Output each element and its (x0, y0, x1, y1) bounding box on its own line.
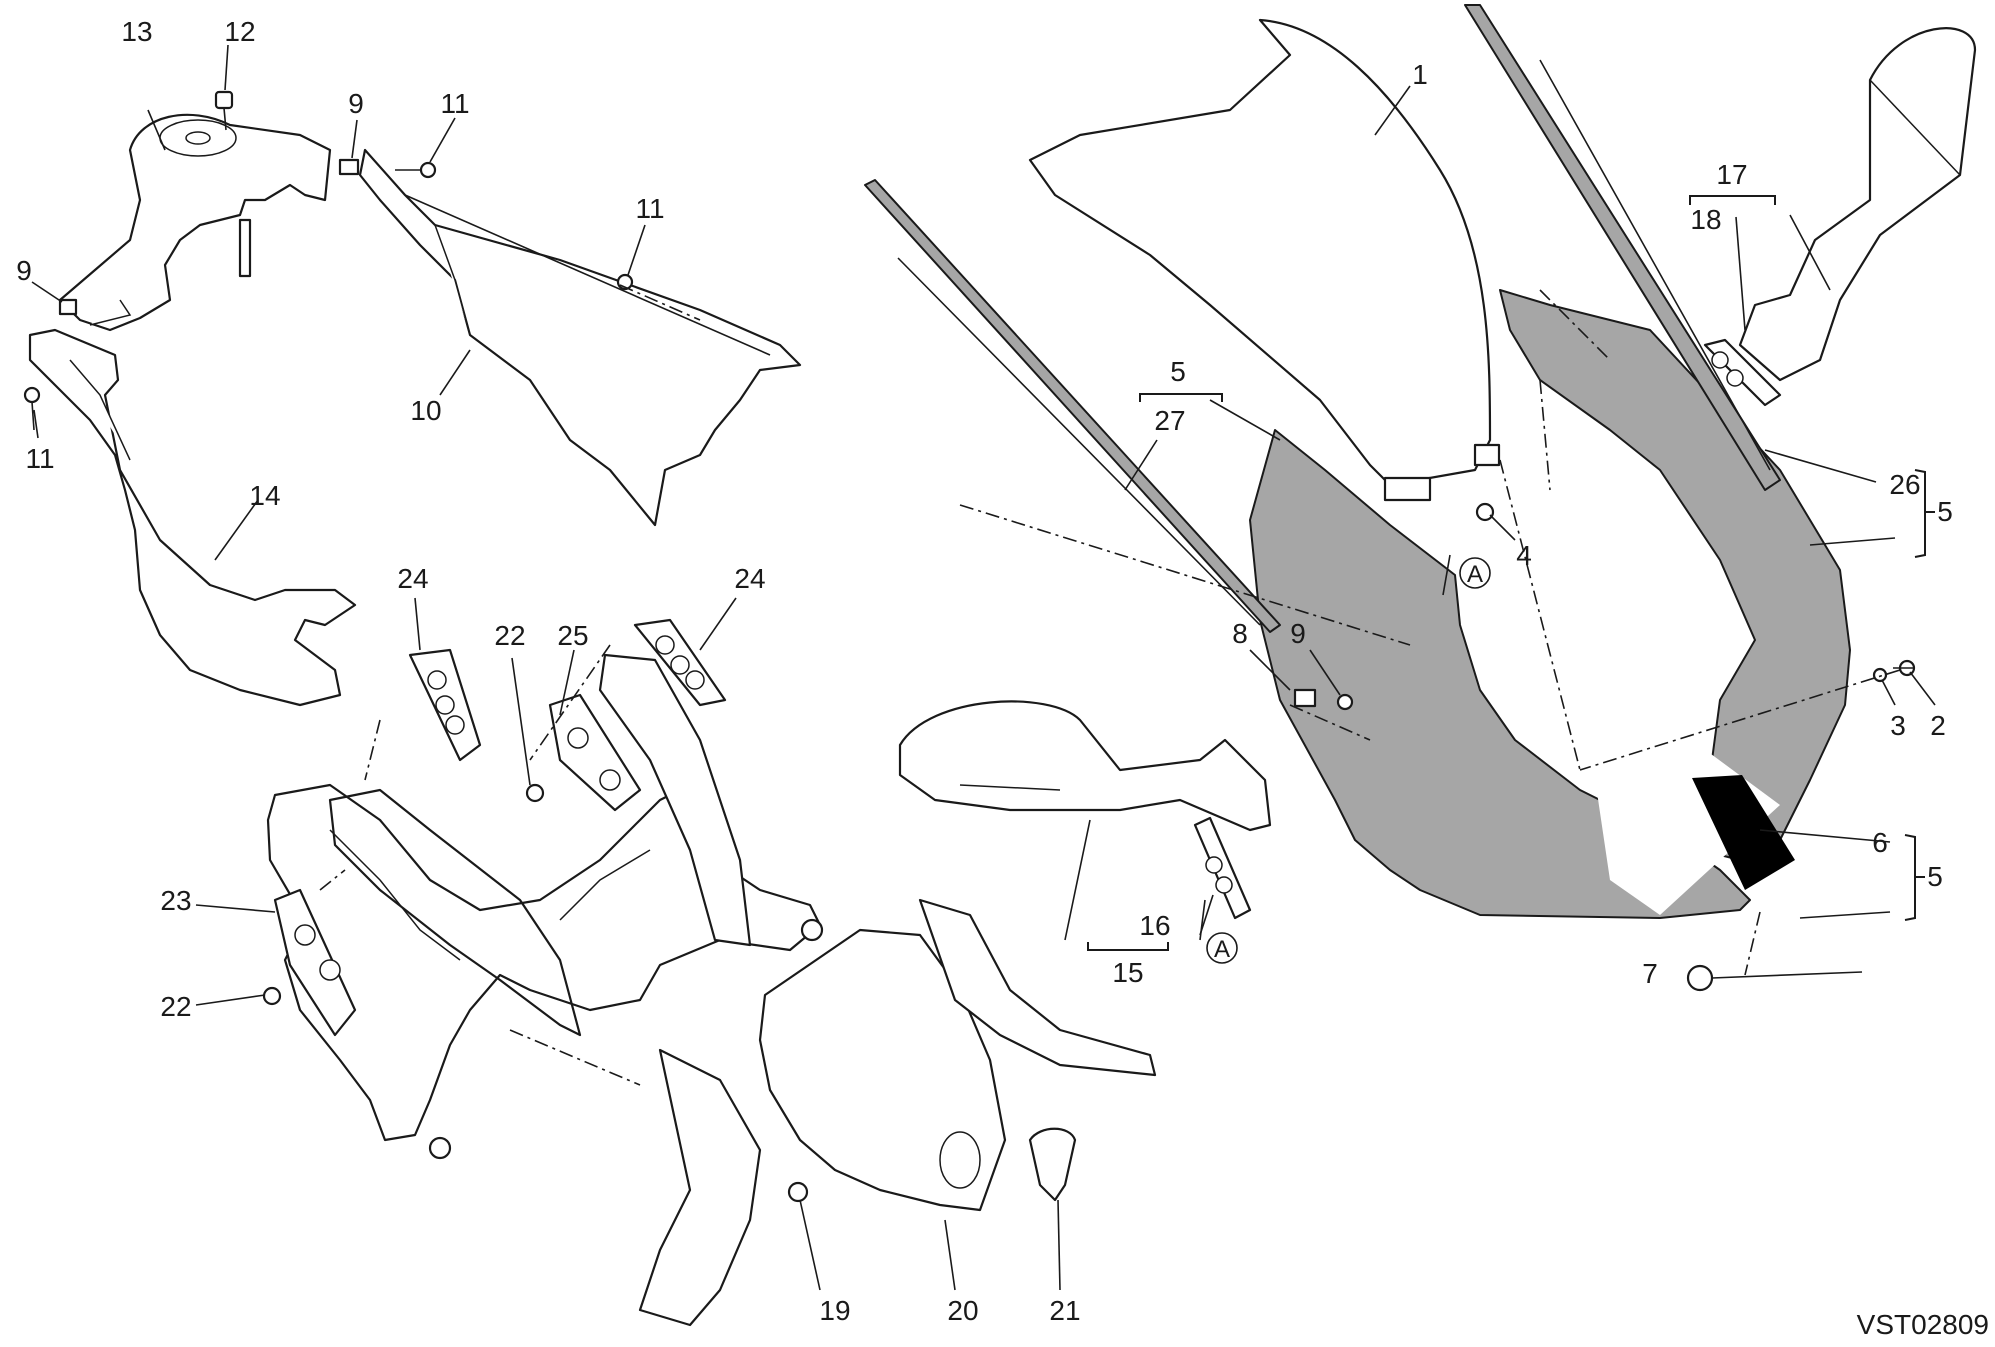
fasteners-upper-left[interactable] (23, 158, 634, 431)
callout-19[interactable]: 19 (819, 1295, 850, 1326)
front-subframe[interactable] (266, 653, 824, 1160)
part-23-mount-bracket[interactable] (273, 888, 357, 1037)
reference-mark-a-upper-label: A (1467, 561, 1483, 588)
part-5-side-fairing[interactable] (1249, 289, 1851, 919)
callout-17[interactable]: 17 (1716, 159, 1747, 190)
callout-5-left[interactable]: 5 (1170, 356, 1186, 387)
callout-25[interactable]: 25 (557, 620, 588, 651)
callout-2[interactable]: 2 (1930, 710, 1946, 741)
part-14-side-panel[interactable] (28, 328, 357, 707)
drawing-code: VST02809 (1856, 1309, 1989, 1340)
part-15-mirror-left[interactable] (898, 700, 1272, 832)
callout-22-lower[interactable]: 22 (160, 991, 191, 1022)
callout-16[interactable]: 16 (1139, 910, 1170, 941)
leader-lines (31, 44, 1936, 1291)
callout-21[interactable]: 21 (1049, 1295, 1080, 1326)
callout-10[interactable]: 10 (410, 395, 441, 426)
callout-8[interactable]: 8 (1232, 618, 1248, 649)
callout-4[interactable]: 4 (1516, 540, 1532, 571)
part-27-stripe[interactable] (864, 179, 1281, 633)
assembly-lines (319, 284, 1901, 1086)
part-24-damper-plate-right[interactable] (633, 618, 727, 707)
callout-20[interactable]: 20 (947, 1295, 978, 1326)
callout-12[interactable]: 12 (224, 16, 255, 47)
part-16-mirror-gasket-left[interactable] (1193, 816, 1252, 920)
fasteners-right[interactable] (1293, 502, 1916, 992)
reference-mark-a-lower-label: A (1214, 936, 1230, 963)
part-21-badge[interactable] (1028, 1127, 1077, 1202)
callout-11-left[interactable]: 11 (25, 443, 54, 474)
part-22-screws[interactable] (262, 783, 545, 1006)
callout-1[interactable]: 1 (1412, 59, 1428, 90)
part-20-headlight-fairing[interactable] (638, 898, 1157, 1327)
reference-mark-a-upper: A (1442, 554, 1491, 596)
part-10-inner-panel[interactable] (358, 148, 802, 527)
callout-24-left[interactable]: 24 (397, 563, 428, 594)
callout-24-right[interactable]: 24 (734, 563, 765, 594)
callout-9-right[interactable]: 9 (1290, 618, 1306, 649)
callout-27[interactable]: 27 (1154, 405, 1185, 436)
callout-3[interactable]: 3 (1890, 710, 1906, 741)
callout-22-upper[interactable]: 22 (494, 620, 525, 651)
callout-9-upper[interactable]: 9 (348, 88, 364, 119)
callout-15[interactable]: 15 (1112, 957, 1143, 988)
callout-5-upper-right[interactable]: 5 (1937, 496, 1953, 527)
callout-13[interactable]: 13 (121, 16, 152, 47)
part-1-windscreen[interactable] (1028, 18, 1501, 502)
callout-23[interactable]: 23 (160, 885, 191, 916)
callout-26[interactable]: 26 (1889, 469, 1920, 500)
part-6-decal-black[interactable] (1692, 775, 1795, 890)
callout-18[interactable]: 18 (1690, 204, 1721, 235)
callout-6[interactable]: 6 (1872, 827, 1888, 858)
callout-7[interactable]: 7 (1642, 958, 1658, 989)
callout-5-lower-right[interactable]: 5 (1927, 861, 1943, 892)
part-24-damper-plate-left[interactable] (408, 648, 482, 762)
part-13-instrument-cover[interactable] (58, 113, 332, 332)
callout-14[interactable]: 14 (249, 480, 280, 511)
part-17-mirror-right[interactable] (1738, 27, 1977, 382)
callout-braces (1087, 195, 1935, 951)
callout-11-middle[interactable]: 11 (635, 193, 664, 224)
callout-labels: 1 2 3 4 5 5 5 6 7 8 9 9 9 10 11 11 11 12… (16, 16, 1953, 1326)
reference-mark-a-lower: A (1199, 894, 1238, 964)
part-26-stripe[interactable] (1464, 4, 1781, 491)
callout-9-left[interactable]: 9 (16, 255, 32, 286)
part-18-mirror-gasket-right[interactable] (1703, 338, 1782, 407)
part-12-bolt[interactable] (214, 90, 252, 278)
callout-11-upper[interactable]: 11 (440, 88, 469, 119)
part-19-screw[interactable] (787, 1181, 809, 1203)
